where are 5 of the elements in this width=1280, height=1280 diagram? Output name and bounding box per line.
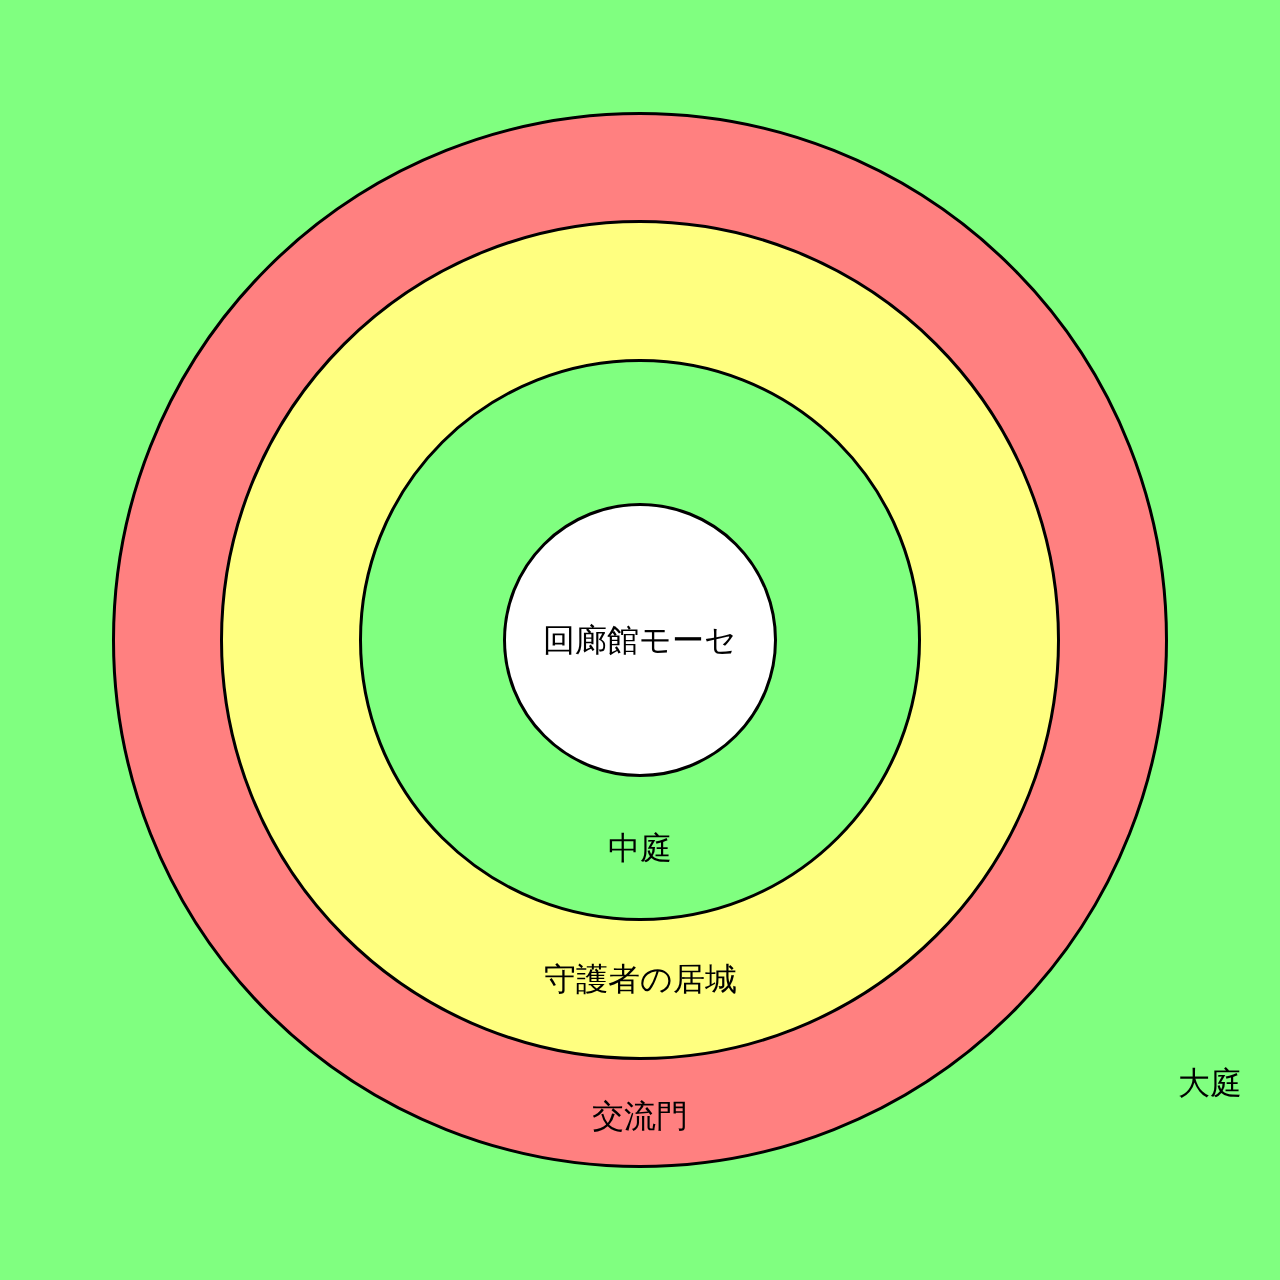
area-label: 大庭 <box>1177 1062 1242 1103</box>
area-label: 中庭 <box>608 827 672 868</box>
area-label: 回廊館モーセ <box>542 619 737 660</box>
area-label: 守護者の居城 <box>543 958 737 999</box>
area-label: 交流門 <box>592 1095 688 1136</box>
